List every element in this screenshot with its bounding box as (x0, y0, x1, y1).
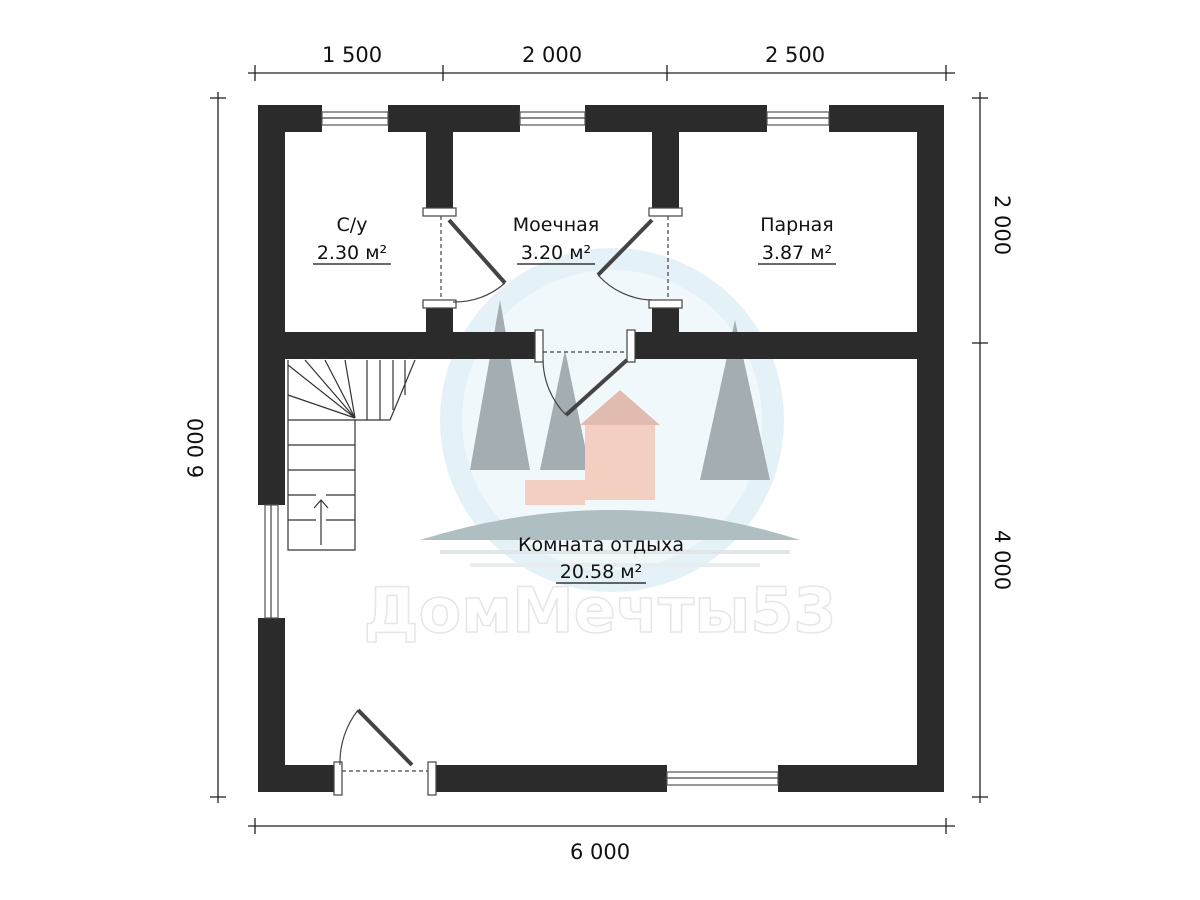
room-name: Парная (760, 214, 834, 236)
room-name: Моечная (513, 214, 599, 236)
room-komnata-otdykha: Комната отдыха 20.58 м² (518, 534, 684, 584)
doors (333, 207, 683, 796)
dimension-lines (210, 65, 988, 834)
room-area: 20.58 м² (560, 561, 642, 583)
room-name: С/у (337, 214, 368, 236)
dim-top-3: 2 500 (765, 43, 825, 67)
room-area: 3.20 м² (521, 242, 591, 264)
dim-top-2: 2 000 (522, 43, 582, 67)
dim-bottom: 6 000 (570, 840, 630, 864)
dim-right-2: 4 000 (990, 530, 1014, 590)
windows (264, 111, 830, 786)
room-moechnaya: Моечная 3.20 м² (513, 214, 599, 265)
walls (258, 105, 944, 792)
room-area: 2.30 м² (317, 242, 387, 264)
dim-left: 6 000 (184, 418, 208, 478)
room-name: Комната отдыха (518, 534, 684, 556)
staircase (287, 359, 416, 551)
dim-top-1: 1 500 (322, 43, 382, 67)
room-su: С/у 2.30 м² (313, 214, 391, 265)
room-parnaya: Парная 3.87 м² (758, 214, 836, 265)
dim-right-1: 2 000 (990, 195, 1014, 255)
room-area: 3.87 м² (762, 242, 832, 264)
watermark-text: ДомМечты53 (363, 574, 836, 647)
